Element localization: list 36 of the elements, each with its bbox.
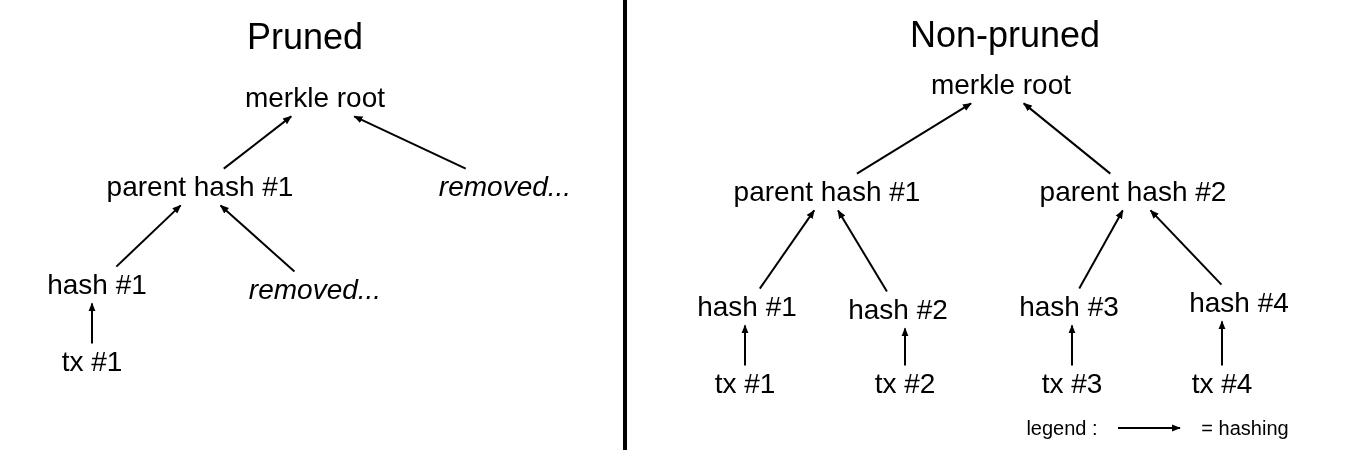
- key-caption: legend :: [1026, 417, 1098, 439]
- node-label: tx #1: [61, 346, 123, 378]
- node-label: tx #4: [1191, 368, 1253, 400]
- section-heading: Non-pruned: [909, 15, 1101, 55]
- node-label: tx #2: [874, 368, 936, 400]
- arrow: [1149, 209, 1223, 286]
- arrow: [219, 204, 296, 273]
- node-label: hash #1: [697, 291, 797, 323]
- node-label: merkle root: [245, 82, 385, 114]
- arrow: [837, 209, 888, 293]
- arrow: [758, 209, 816, 290]
- node-label: hash #3: [1019, 291, 1119, 323]
- node-label: removed...: [248, 274, 382, 306]
- node-label: tx #3: [1041, 368, 1103, 400]
- node-label: hash #4: [1189, 287, 1289, 319]
- arrow: [115, 204, 182, 268]
- arrow: [855, 102, 973, 175]
- node-label: parent hash #2: [1039, 176, 1227, 208]
- arrow: [88, 302, 96, 345]
- arrow: [901, 327, 909, 367]
- arrow: [353, 115, 467, 170]
- section-heading: Pruned: [246, 17, 364, 57]
- node-label: merkle root: [931, 69, 1071, 101]
- node-label: hash #2: [848, 294, 948, 326]
- node-label: tx #1: [714, 368, 776, 400]
- arrow: [1078, 209, 1124, 290]
- node-label: parent hash #1: [106, 171, 294, 203]
- node-label: hash #1: [47, 269, 147, 301]
- node-label: parent hash #1: [733, 176, 921, 208]
- arrow: [1068, 324, 1076, 367]
- arrow: [222, 115, 293, 170]
- node-label: removed...: [438, 171, 572, 203]
- arrow: [741, 324, 749, 367]
- arrow: [1218, 320, 1226, 367]
- arrow: [1022, 102, 1112, 175]
- legend-text: = hashing: [1201, 417, 1289, 439]
